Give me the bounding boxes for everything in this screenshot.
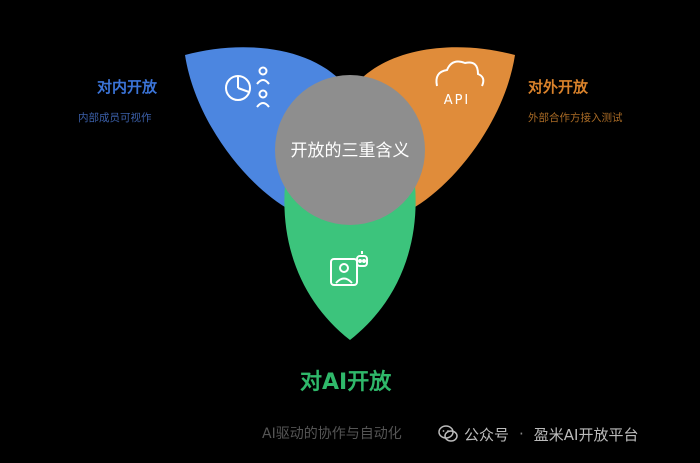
petal-right-description: 外部合作方接入测试 — [528, 112, 623, 124]
watermark-prefix: 公众号 — [464, 425, 510, 444]
petal-bottom-title: 对AI开放 — [300, 370, 392, 395]
chart-users-icon — [225, 66, 270, 108]
watermark: 公众号 · 盈米AI开放平台 — [438, 422, 638, 446]
petal-left — [185, 47, 345, 210]
petal-right — [355, 47, 515, 210]
petal-left-title: 对内开放 — [97, 78, 158, 96]
petal-right-title: 对外开放 — [528, 78, 589, 96]
cloud-api-icon: API — [435, 60, 485, 108]
petal-left-description: 内部成员可视作 — [78, 112, 152, 124]
wechat-icon — [438, 425, 458, 442]
watermark-separator: · — [519, 425, 524, 443]
center-label: 开放的三重含义 — [291, 141, 410, 161]
cloud-api-icon-label: API — [444, 93, 471, 108]
petal-bottom-description: AI驱动的协作与自动化 — [262, 426, 402, 442]
watermark-account: 盈米AI开放平台 — [533, 425, 639, 444]
ai-bot-icon — [330, 251, 368, 286]
petal-bottom — [284, 185, 416, 340]
center-circle — [275, 75, 425, 225]
